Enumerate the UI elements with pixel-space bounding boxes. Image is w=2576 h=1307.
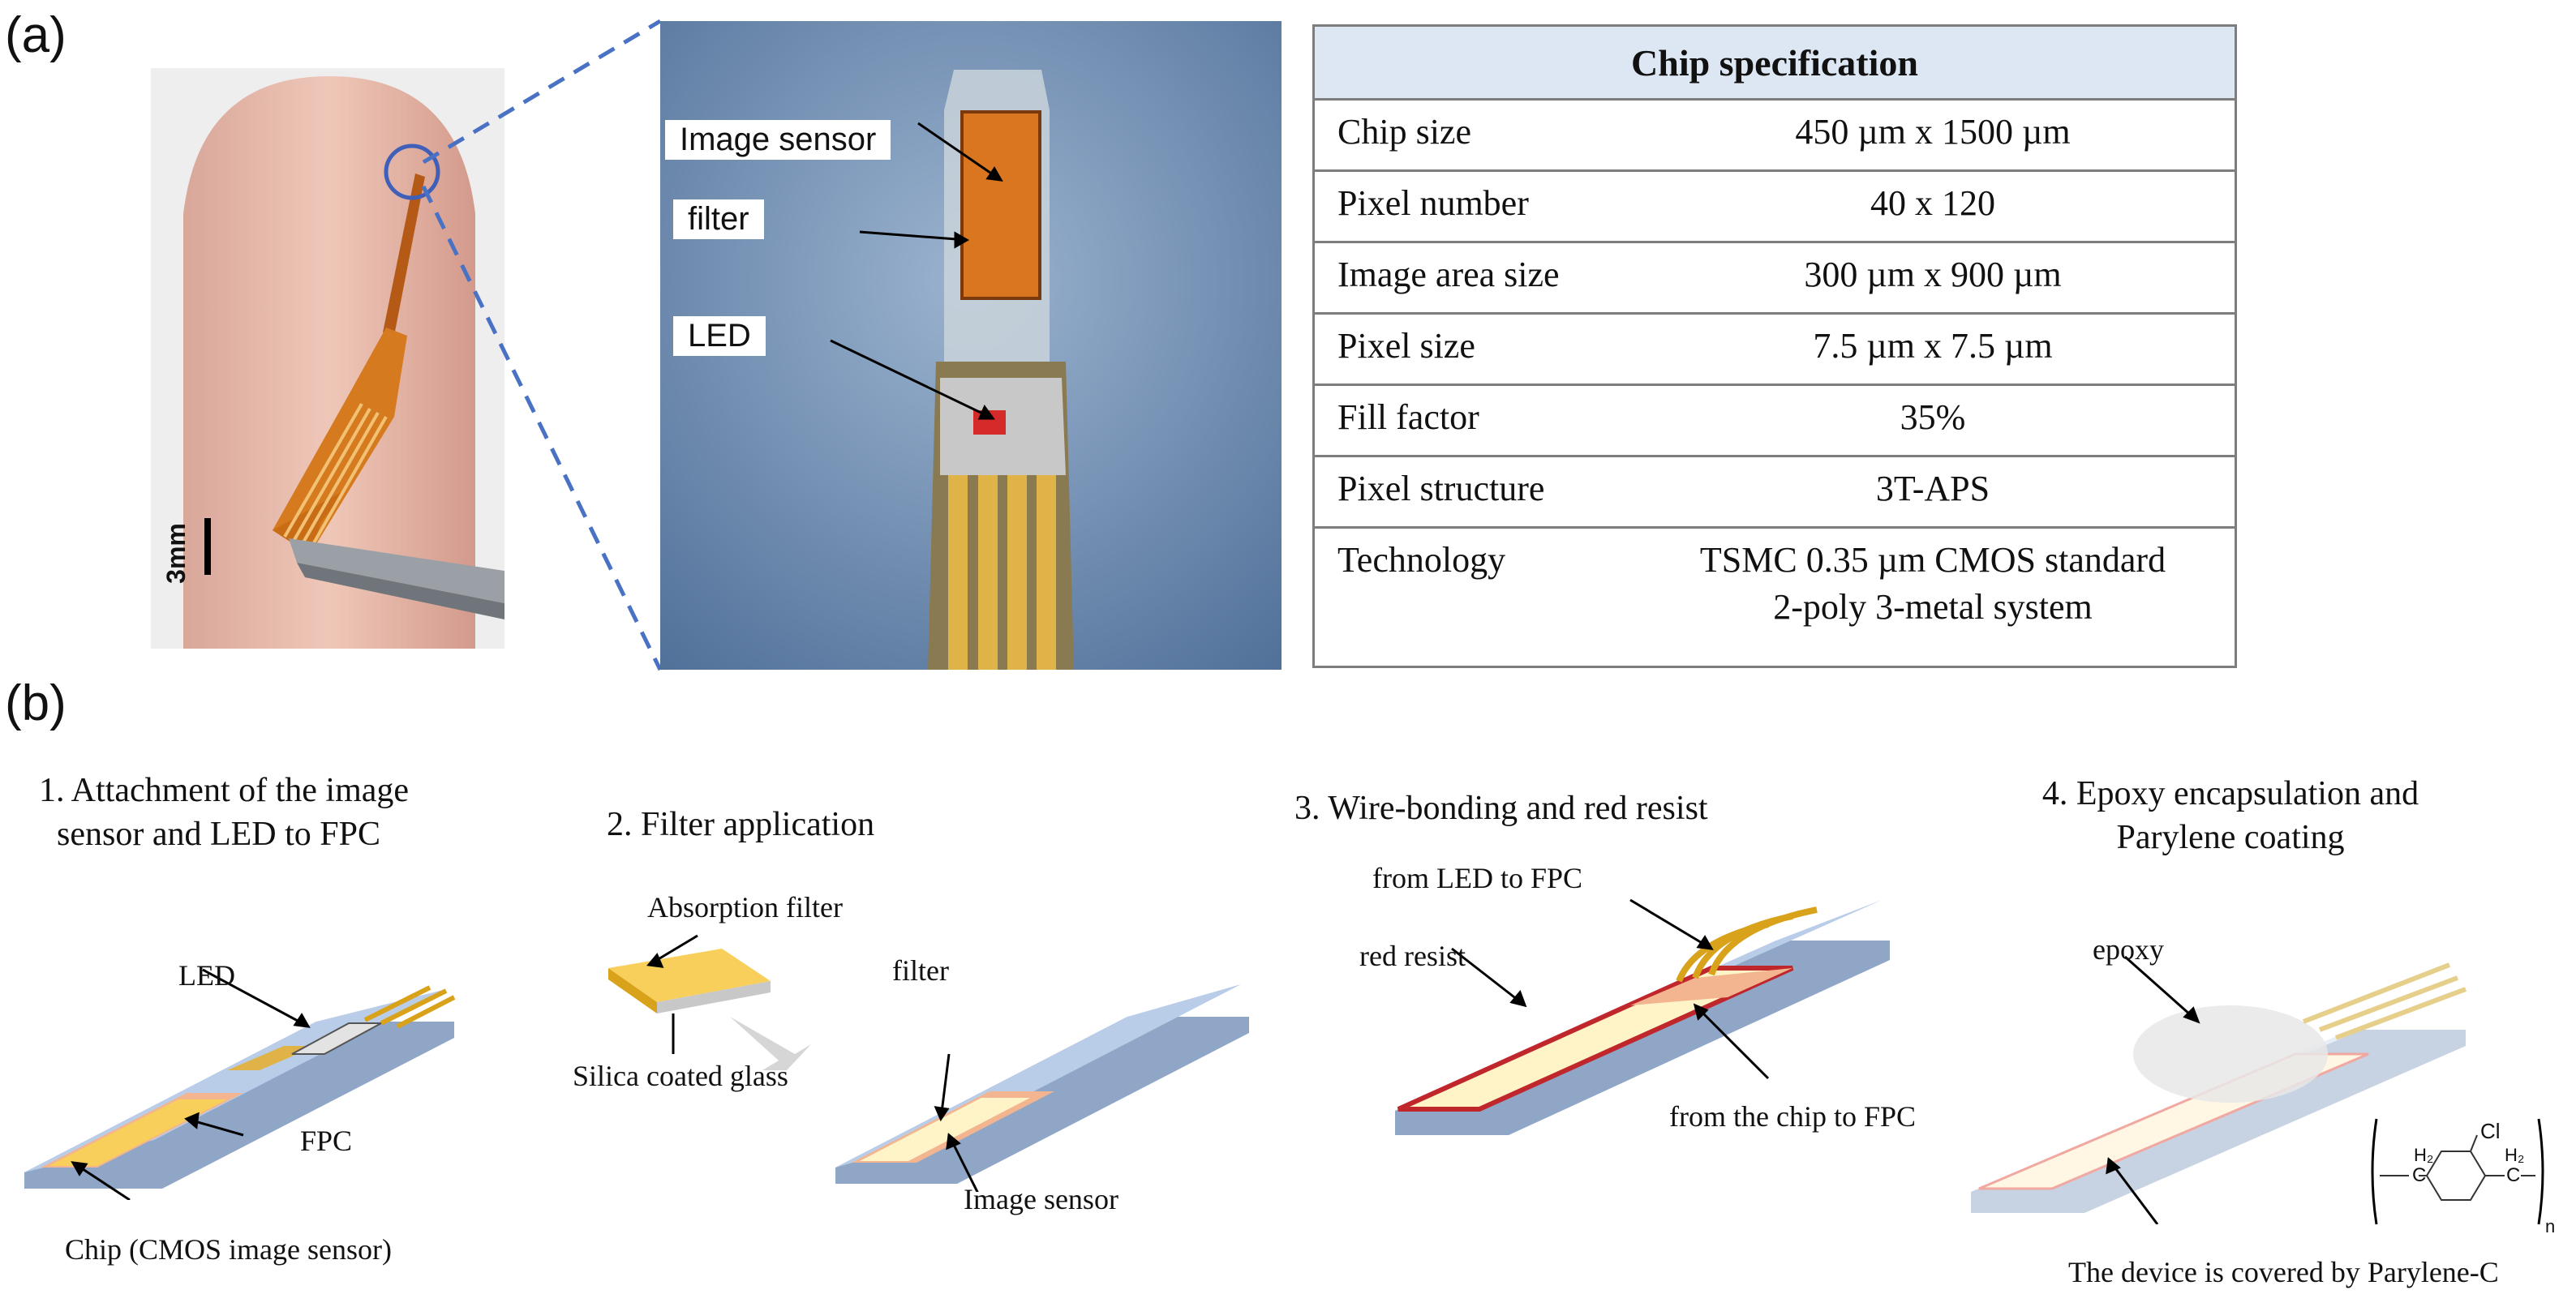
spec-value: 7.5 µm x 7.5 µm <box>1813 326 2053 366</box>
step3-from-chip-label: from the chip to FPC <box>1669 1100 1916 1133</box>
step2-title: 2. Filter application <box>607 806 875 843</box>
spec-row-pixel-size: Pixel size 7.5 µm x 7.5 µm <box>1315 312 2235 386</box>
spec-value: 450 µm x 1500 µm <box>1795 112 2071 152</box>
step4-covered-label: The device is covered by Parylene-C <box>2068 1256 2499 1288</box>
spec-key: Pixel number <box>1337 183 1529 223</box>
spec-key: Fill factor <box>1337 397 1479 437</box>
step4-diagram <box>1971 955 2467 1224</box>
spec-value: 3T-APS <box>1875 469 1990 508</box>
spec-value-line2: 2-poly 3-metal system <box>1773 587 2093 627</box>
panel-b-label: (b) <box>5 675 67 731</box>
step1-led-label: LED <box>178 959 235 992</box>
micro-photo: Image sensor filter LED <box>660 21 1282 670</box>
chem-h2-left: H₂ <box>2414 1145 2434 1165</box>
chem-h2-right: H₂ <box>2505 1145 2525 1165</box>
spec-key: Image area size <box>1337 255 1560 294</box>
step4-title-line1: 4. Epoxy encapsulation and <box>2041 775 2419 812</box>
chem-cl: Cl <box>2480 1119 2501 1143</box>
spec-key: Technology <box>1337 540 1506 580</box>
step3-title: 3. Wire-bonding and red resist <box>1294 790 1708 827</box>
spec-value: TSMC 0.35 µm CMOS standard <box>1699 540 2166 580</box>
spec-row-technology: Technology TSMC 0.35 µm CMOS standard 2-… <box>1315 526 2235 666</box>
step3-diagram <box>1395 898 1890 1135</box>
step4-title-line2: Parylene coating <box>2116 819 2345 856</box>
spec-key: Chip size <box>1337 112 1471 152</box>
spec-row-image-area: Image area size 300 µm x 900 µm <box>1315 241 2235 315</box>
spec-row-pixel-number: Pixel number 40 x 120 <box>1315 169 2235 243</box>
spec-value: 35% <box>1900 397 1966 437</box>
step1-diagram <box>24 968 456 1200</box>
chem-c-left: C <box>2412 1164 2427 1186</box>
spec-key: Pixel structure <box>1337 469 1545 508</box>
chem-c-right: C <box>2506 1164 2521 1186</box>
micro-label-filter: filter <box>673 199 764 239</box>
chem-n: n <box>2545 1216 2556 1236</box>
spec-value: 300 µm x 900 µm <box>1804 255 2062 294</box>
step2-filter-label: filter <box>892 954 949 987</box>
spec-table-title: Chip specification <box>1315 27 2235 101</box>
finger-photo: 3mm <box>151 68 504 649</box>
parylene-structure <box>2371 1118 2544 1225</box>
step4-caption: 4. Epoxy encapsulation and Parylene coat… <box>2003 772 2458 859</box>
micro-label-led: LED <box>673 316 766 356</box>
spec-value: 40 x 120 <box>1870 183 1995 223</box>
step2-image-sensor-label: Image sensor <box>964 1183 1118 1215</box>
spec-row-chip-size: Chip size 450 µm x 1500 µm <box>1315 98 2235 172</box>
step2-silica-label: Silica coated glass <box>573 1060 788 1092</box>
spec-key: Pixel size <box>1337 326 1475 366</box>
step3-red-resist-label: red resist <box>1359 940 1466 972</box>
micro-label-image-sensor: Image sensor <box>665 120 891 160</box>
step2-absorption-label: Absorption filter <box>647 891 843 923</box>
step2-diagram <box>608 934 1249 1192</box>
step1-title-line1: 1. Attachment of the image <box>39 772 410 809</box>
step1-chip-label: Chip (CMOS image sensor) <box>65 1233 392 1266</box>
chip-spec-table: Chip specification Chip size 450 µm x 15… <box>1312 24 2237 668</box>
spec-row-fill-factor: Fill factor 35% <box>1315 384 2235 457</box>
step1-title-line2: sensor and LED to FPC <box>57 816 380 853</box>
step1-caption: 1. Attachment of the image sensor and LE… <box>39 769 542 856</box>
spec-row-pixel-structure: Pixel structure 3T-APS <box>1315 455 2235 529</box>
step4-epoxy-label: epoxy <box>2093 933 2164 966</box>
step3-from-led-label: from LED to FPC <box>1372 862 1583 894</box>
step1-fpc-label: FPC <box>300 1125 353 1157</box>
panel-a-label: (a) <box>5 7 67 63</box>
